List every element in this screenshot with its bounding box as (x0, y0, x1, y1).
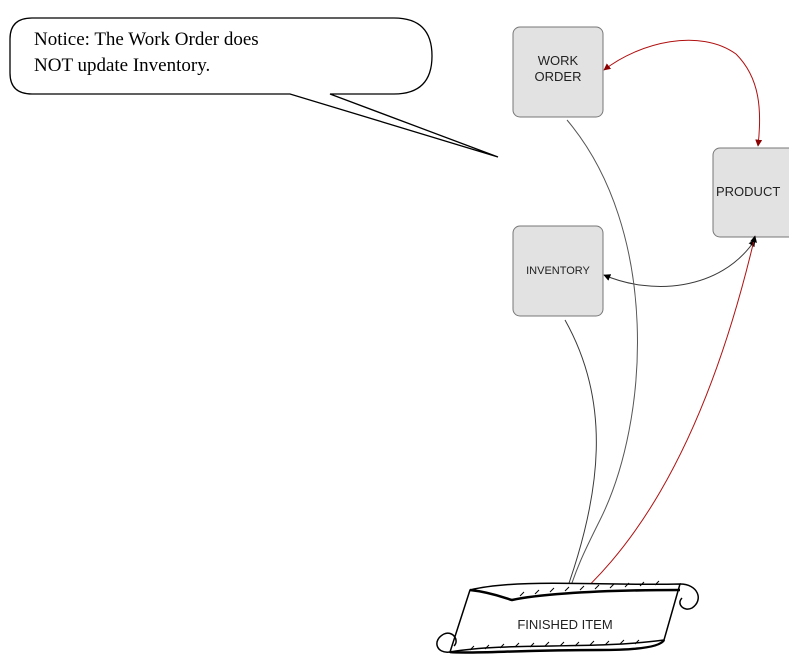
inventory-node[interactable] (512, 225, 604, 317)
callout-line-1: Notice: The Work Order does (34, 29, 259, 50)
inventory-label-text: INVENTORY (526, 265, 590, 277)
finished-item-label: FINISHED ITEM (480, 617, 650, 633)
workorder-product-connector (603, 39, 763, 147)
work-order-label: WORK ORDER (513, 53, 603, 85)
workorder-finished-connector (564, 119, 638, 606)
callout-bubble (9, 17, 499, 158)
finished-item-scroll[interactable] (436, 580, 699, 654)
work-order-node[interactable] (512, 26, 604, 118)
callout-line-2: NOT update Inventory. (34, 55, 211, 76)
product-node[interactable] (712, 147, 789, 238)
product-label: PRODUCT (715, 184, 789, 200)
callout-text: Notice: The Work Order does NOT update I… (34, 27, 374, 79)
finished-item-label-text: FINISHED ITEM (517, 617, 613, 632)
work-order-label-line-1: WORK (537, 53, 579, 68)
inventory-label: INVENTORY (513, 263, 603, 279)
inventory-finished-connector (558, 319, 597, 609)
inventory-product-connector (603, 239, 756, 287)
product-label-text: PRODUCT (716, 184, 781, 199)
work-order-label-line-2: ORDER (534, 69, 582, 84)
